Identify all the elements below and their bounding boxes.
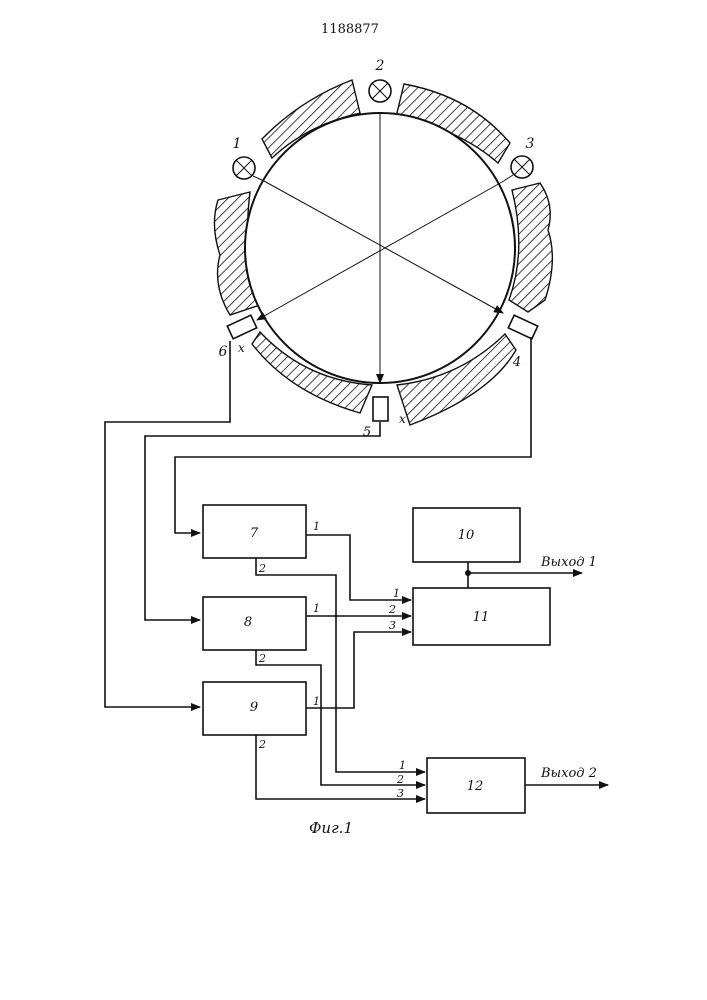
patent-number: 1188877	[321, 22, 379, 37]
source-label: 2	[375, 58, 385, 74]
svg-text:1: 1	[313, 602, 320, 615]
svg-text:2: 2	[258, 652, 266, 665]
output-2-wiring: Выход 2	[525, 766, 608, 785]
svg-text:3: 3	[389, 619, 396, 632]
source-1: 1	[233, 136, 264, 181]
svg-text:1: 1	[393, 587, 400, 600]
detector-icon	[508, 315, 537, 339]
block-9: 9	[203, 682, 306, 735]
svg-text:2: 2	[388, 603, 396, 616]
detector-label: 5	[363, 425, 371, 440]
svg-text:9: 9	[250, 700, 258, 715]
svg-text:3: 3	[397, 787, 404, 800]
source-label: 1	[233, 136, 242, 152]
output-2-label: Выход 2	[540, 766, 597, 781]
svg-text:x: x	[399, 412, 406, 426]
svg-text:x: x	[238, 341, 245, 355]
svg-text:2: 2	[396, 773, 404, 786]
block-12: 12	[427, 758, 525, 813]
svg-text:1: 1	[313, 695, 320, 708]
svg-text:2: 2	[258, 562, 266, 575]
svg-text:1: 1	[399, 759, 406, 772]
block-10: 10	[413, 508, 520, 562]
svg-text:1: 1	[313, 520, 320, 533]
output-1-label: Выход 1	[540, 555, 597, 570]
svg-text:7: 7	[250, 526, 259, 541]
svg-text:12: 12	[467, 779, 484, 794]
detector-5: x 5	[363, 397, 406, 440]
svg-text:8: 8	[244, 615, 252, 630]
figure-caption: Фиг.1	[309, 819, 353, 837]
svg-text:10: 10	[458, 528, 475, 543]
block-11: 11	[413, 588, 550, 645]
svg-text:2: 2	[258, 738, 266, 751]
block-7: 7	[203, 505, 306, 558]
detector-icon	[227, 315, 256, 339]
detector-4: 4	[508, 315, 537, 370]
source-label: 3	[526, 136, 535, 152]
source-2: 2	[369, 58, 391, 102]
block-8: 8	[203, 597, 306, 650]
port-labels: 1 2 1 2 1 2 1 2 3 1 2 3	[258, 520, 406, 800]
svg-text:11: 11	[473, 610, 490, 625]
detector-label: 4	[512, 355, 521, 370]
detector-6: x 6	[219, 315, 257, 360]
detector-icon	[373, 397, 388, 421]
detector-label: 6	[219, 344, 228, 360]
